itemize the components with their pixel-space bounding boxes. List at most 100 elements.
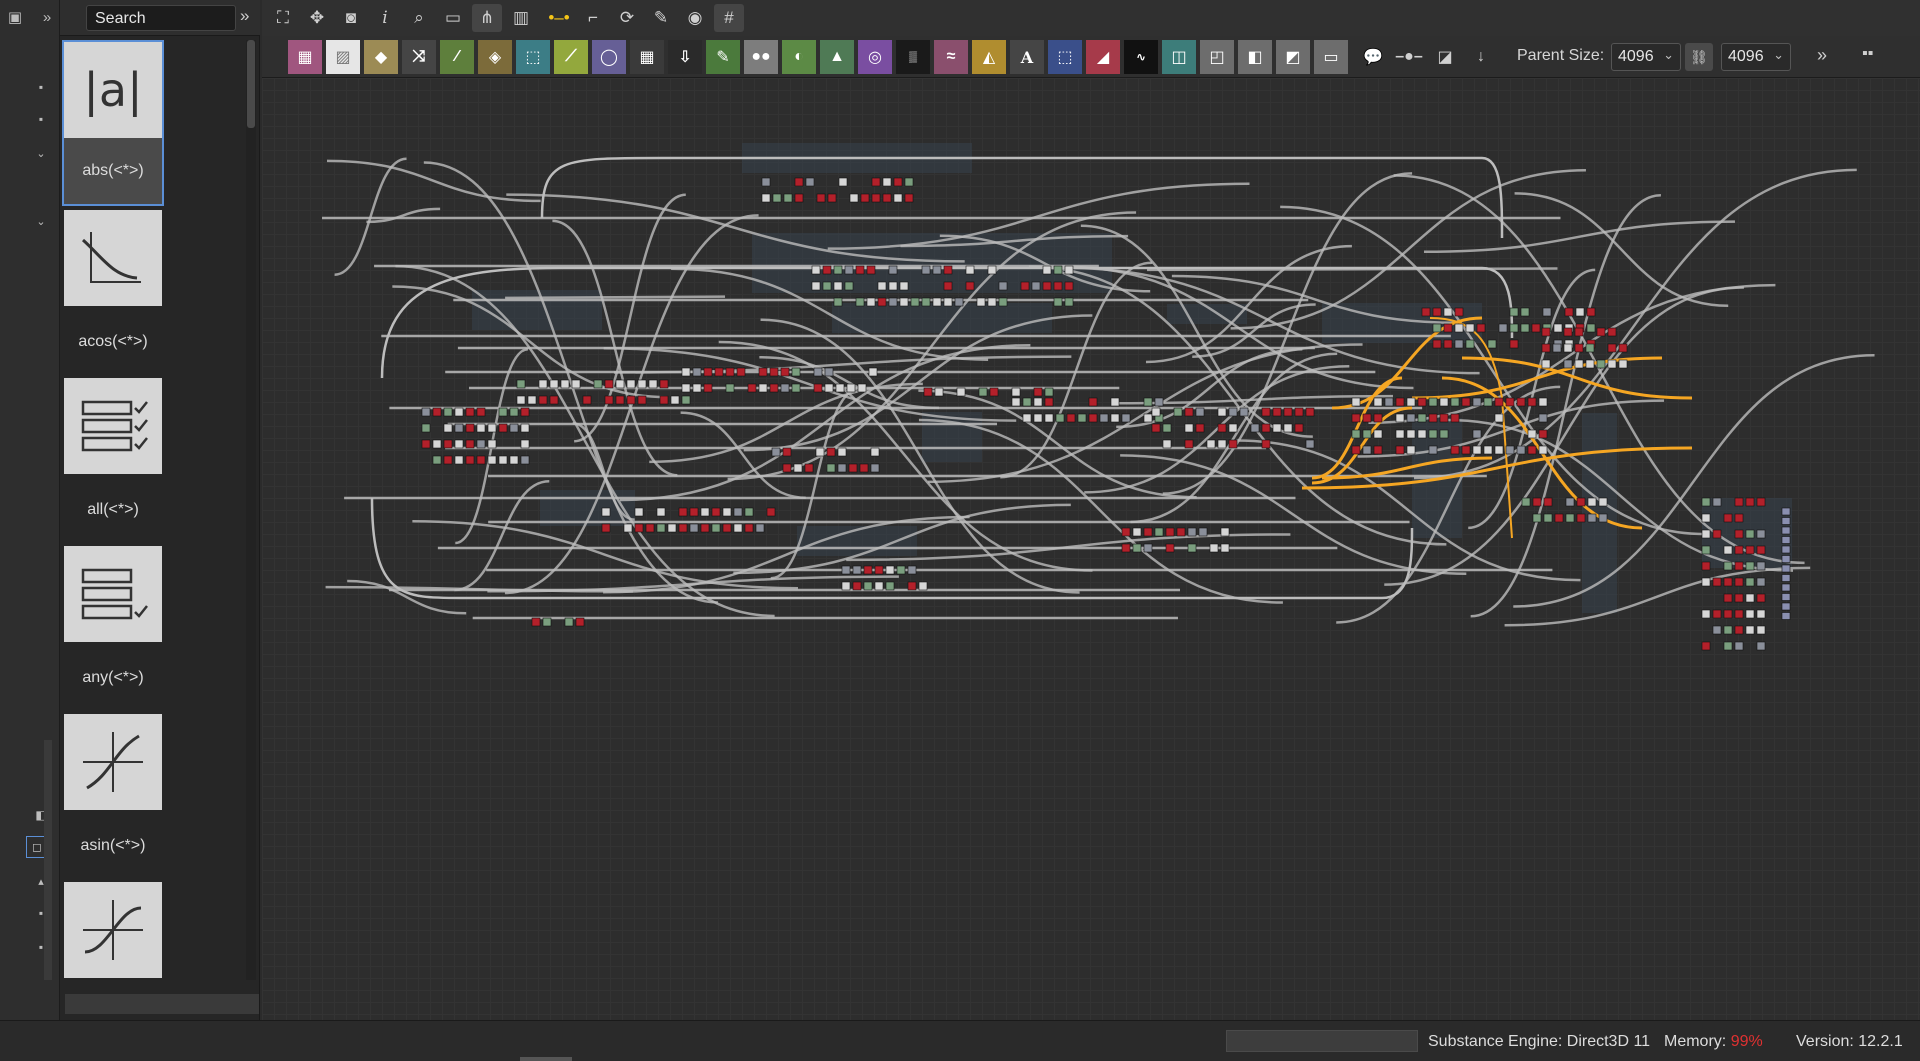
node[interactable]	[1564, 307, 1574, 317]
node[interactable]	[1022, 413, 1032, 423]
node[interactable]	[976, 297, 986, 307]
node[interactable]	[1598, 497, 1608, 507]
node[interactable]	[1195, 407, 1205, 417]
node[interactable]	[1745, 625, 1755, 635]
node[interactable]	[1527, 429, 1537, 439]
node[interactable]	[1450, 413, 1460, 423]
node[interactable]	[1151, 407, 1161, 417]
node[interactable]	[689, 507, 699, 517]
node[interactable]	[804, 463, 814, 473]
node[interactable]	[601, 507, 611, 517]
frame-all-icon[interactable]: ⛶	[277, 8, 289, 27]
node[interactable]	[1543, 497, 1553, 507]
node[interactable]	[904, 193, 914, 203]
node[interactable]	[689, 523, 699, 533]
node[interactable]	[877, 297, 887, 307]
node[interactable]	[1066, 413, 1076, 423]
node[interactable]	[692, 367, 702, 377]
node[interactable]	[769, 383, 779, 393]
node[interactable]	[520, 407, 530, 417]
node[interactable]	[1723, 545, 1733, 555]
gradient-node-icon[interactable]: ⟋	[554, 40, 588, 74]
node[interactable]	[520, 439, 530, 449]
node[interactable]	[907, 565, 917, 575]
node[interactable]	[1384, 397, 1394, 407]
node[interactable]	[1712, 609, 1722, 619]
node[interactable]	[1184, 407, 1194, 417]
node[interactable]	[1351, 429, 1361, 439]
node[interactable]	[1538, 429, 1548, 439]
node[interactable]	[744, 507, 754, 517]
node[interactable]	[1734, 593, 1744, 603]
node[interactable]	[1044, 387, 1054, 397]
node[interactable]	[1373, 445, 1383, 455]
node[interactable]	[1421, 307, 1431, 317]
slider-node-icon[interactable]: ●●	[744, 40, 778, 74]
node[interactable]	[516, 379, 526, 389]
node[interactable]	[656, 523, 666, 533]
node[interactable]	[838, 177, 848, 187]
node[interactable]	[1217, 407, 1227, 417]
node[interactable]	[907, 581, 917, 591]
node[interactable]	[1406, 429, 1416, 439]
symmetry-node-icon[interactable]: ◭	[972, 40, 1006, 74]
node[interactable]	[487, 423, 497, 433]
node[interactable]	[871, 193, 881, 203]
node[interactable]	[1044, 413, 1054, 423]
node[interactable]	[1576, 497, 1586, 507]
node[interactable]	[888, 281, 898, 291]
node[interactable]	[1305, 439, 1315, 449]
normal-node-icon[interactable]: ◯	[592, 40, 626, 74]
node[interactable]	[833, 281, 843, 291]
node[interactable]	[1745, 609, 1755, 619]
node[interactable]	[1064, 281, 1074, 291]
graph-canvas[interactable]	[262, 78, 1920, 1020]
node-output[interactable]	[1781, 536, 1791, 544]
node[interactable]	[998, 281, 1008, 291]
node[interactable]	[1099, 413, 1109, 423]
node[interactable]	[841, 565, 851, 575]
node[interactable]	[791, 383, 801, 393]
node-output[interactable]	[1781, 564, 1791, 573]
node[interactable]	[1541, 343, 1551, 353]
node[interactable]	[793, 463, 803, 473]
node[interactable]	[1701, 497, 1711, 507]
node[interactable]	[1554, 513, 1564, 523]
node[interactable]	[1184, 423, 1194, 433]
node[interactable]	[601, 523, 611, 533]
node[interactable]	[755, 523, 765, 533]
resize-handle[interactable]	[520, 1057, 572, 1061]
node[interactable]	[700, 507, 710, 517]
node[interactable]	[882, 193, 892, 203]
node[interactable]	[1516, 397, 1526, 407]
node[interactable]	[1472, 445, 1482, 455]
refresh-icon[interactable]: ⟳	[619, 8, 635, 27]
node[interactable]	[1143, 413, 1153, 423]
node[interactable]	[1121, 543, 1131, 553]
node[interactable]	[1428, 397, 1438, 407]
node[interactable]	[733, 523, 743, 533]
node[interactable]	[811, 265, 821, 275]
node[interactable]	[736, 367, 746, 377]
node[interactable]	[722, 507, 732, 517]
node[interactable]	[1520, 307, 1530, 317]
node[interactable]	[1428, 445, 1438, 455]
node[interactable]	[1509, 323, 1519, 333]
node[interactable]	[769, 367, 779, 377]
node[interactable]	[1527, 445, 1537, 455]
node[interactable]	[1723, 641, 1733, 651]
node[interactable]	[1483, 445, 1493, 455]
node[interactable]	[758, 367, 768, 377]
node[interactable]	[1472, 429, 1482, 439]
node[interactable]	[868, 367, 878, 377]
node[interactable]	[1261, 423, 1271, 433]
node[interactable]	[934, 387, 944, 397]
node[interactable]	[766, 507, 776, 517]
node[interactable]	[1121, 527, 1131, 537]
node[interactable]	[844, 281, 854, 291]
node[interactable]	[833, 297, 843, 307]
fx-map-node-icon[interactable]: ◰	[1200, 40, 1234, 74]
node[interactable]	[761, 177, 771, 187]
node[interactable]	[871, 177, 881, 187]
explorer-item-icon[interactable]: ▴	[38, 875, 44, 888]
